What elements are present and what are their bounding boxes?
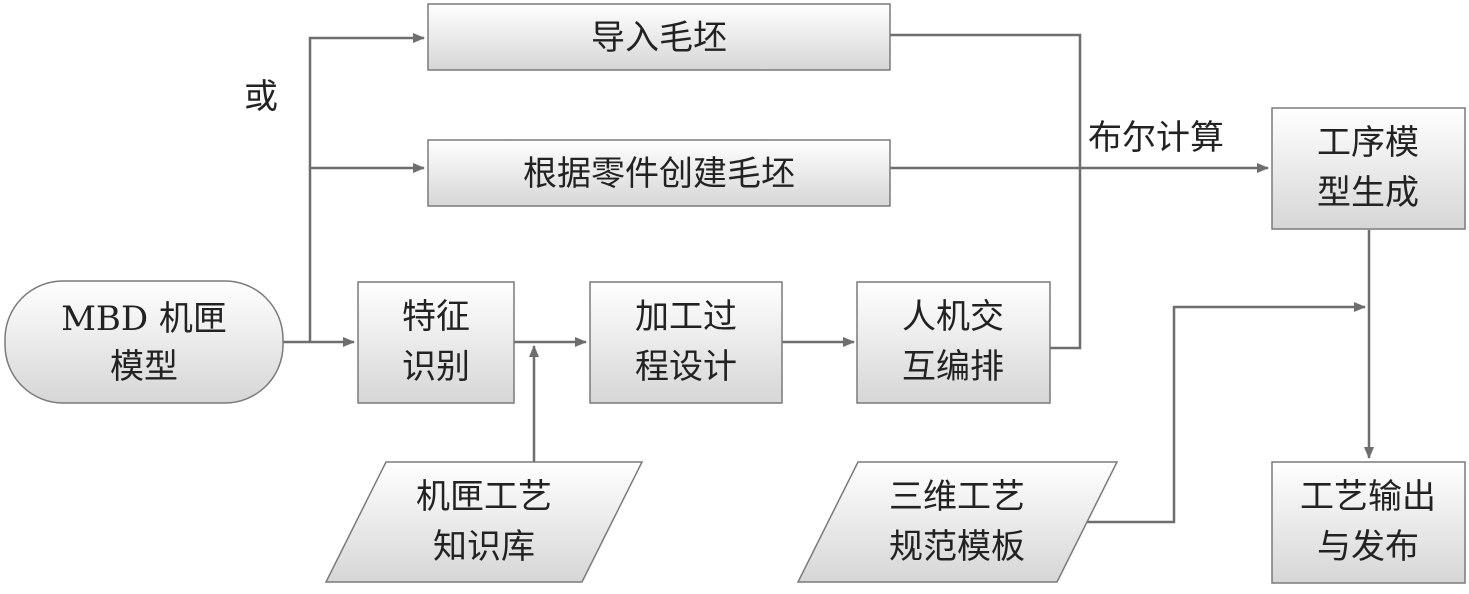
process-model-line2: 型生成 xyxy=(1317,173,1419,213)
import-blank-label: 导入毛坯 xyxy=(591,18,727,58)
feature-line2: 识别 xyxy=(402,347,470,387)
node-interactive-arrangement xyxy=(856,281,1051,404)
template-line2: 规范模板 xyxy=(889,527,1025,567)
node-process-design xyxy=(589,281,783,404)
template-line1: 三维工艺 xyxy=(889,477,1025,517)
process-design-line1: 加工过 xyxy=(635,297,737,337)
node-knowledge-base xyxy=(324,461,644,583)
interactive-line1: 人机交 xyxy=(902,297,1004,337)
node-output xyxy=(1271,461,1466,584)
create-blank-label: 根据零件创建毛坯 xyxy=(523,154,795,194)
node-mbd-model xyxy=(4,280,284,404)
node-process-model xyxy=(1271,107,1466,230)
node-template xyxy=(796,461,1119,583)
edge-label-boolean: 布尔计算 xyxy=(1088,118,1224,158)
interactive-line2: 互编排 xyxy=(902,347,1004,387)
node-feature-recognition xyxy=(357,281,515,404)
edge-branch-to-import-blank xyxy=(308,33,425,342)
node-create-blank xyxy=(427,139,891,207)
process-model-line1: 工序模 xyxy=(1317,123,1419,163)
knowledge-base-line2: 知识库 xyxy=(433,527,535,567)
output-line2: 与发布 xyxy=(1317,527,1419,567)
edge-template-to-output xyxy=(1082,302,1366,524)
edge-interactive-to-merge xyxy=(1050,168,1082,350)
output-line1: 工艺输出 xyxy=(1300,477,1436,517)
edge-label-or: 或 xyxy=(244,77,278,117)
edge-import-blank-to-merge xyxy=(890,33,1082,168)
node-import-blank xyxy=(427,3,891,71)
feature-line1: 特征 xyxy=(402,297,470,337)
mbd-model-line1: MBD 机匣 xyxy=(61,299,227,339)
connectors xyxy=(283,33,1374,524)
mbd-model-line2: 模型 xyxy=(110,347,178,387)
process-design-line2: 程设计 xyxy=(635,347,737,387)
knowledge-base-line1: 机匣工艺 xyxy=(416,477,552,517)
